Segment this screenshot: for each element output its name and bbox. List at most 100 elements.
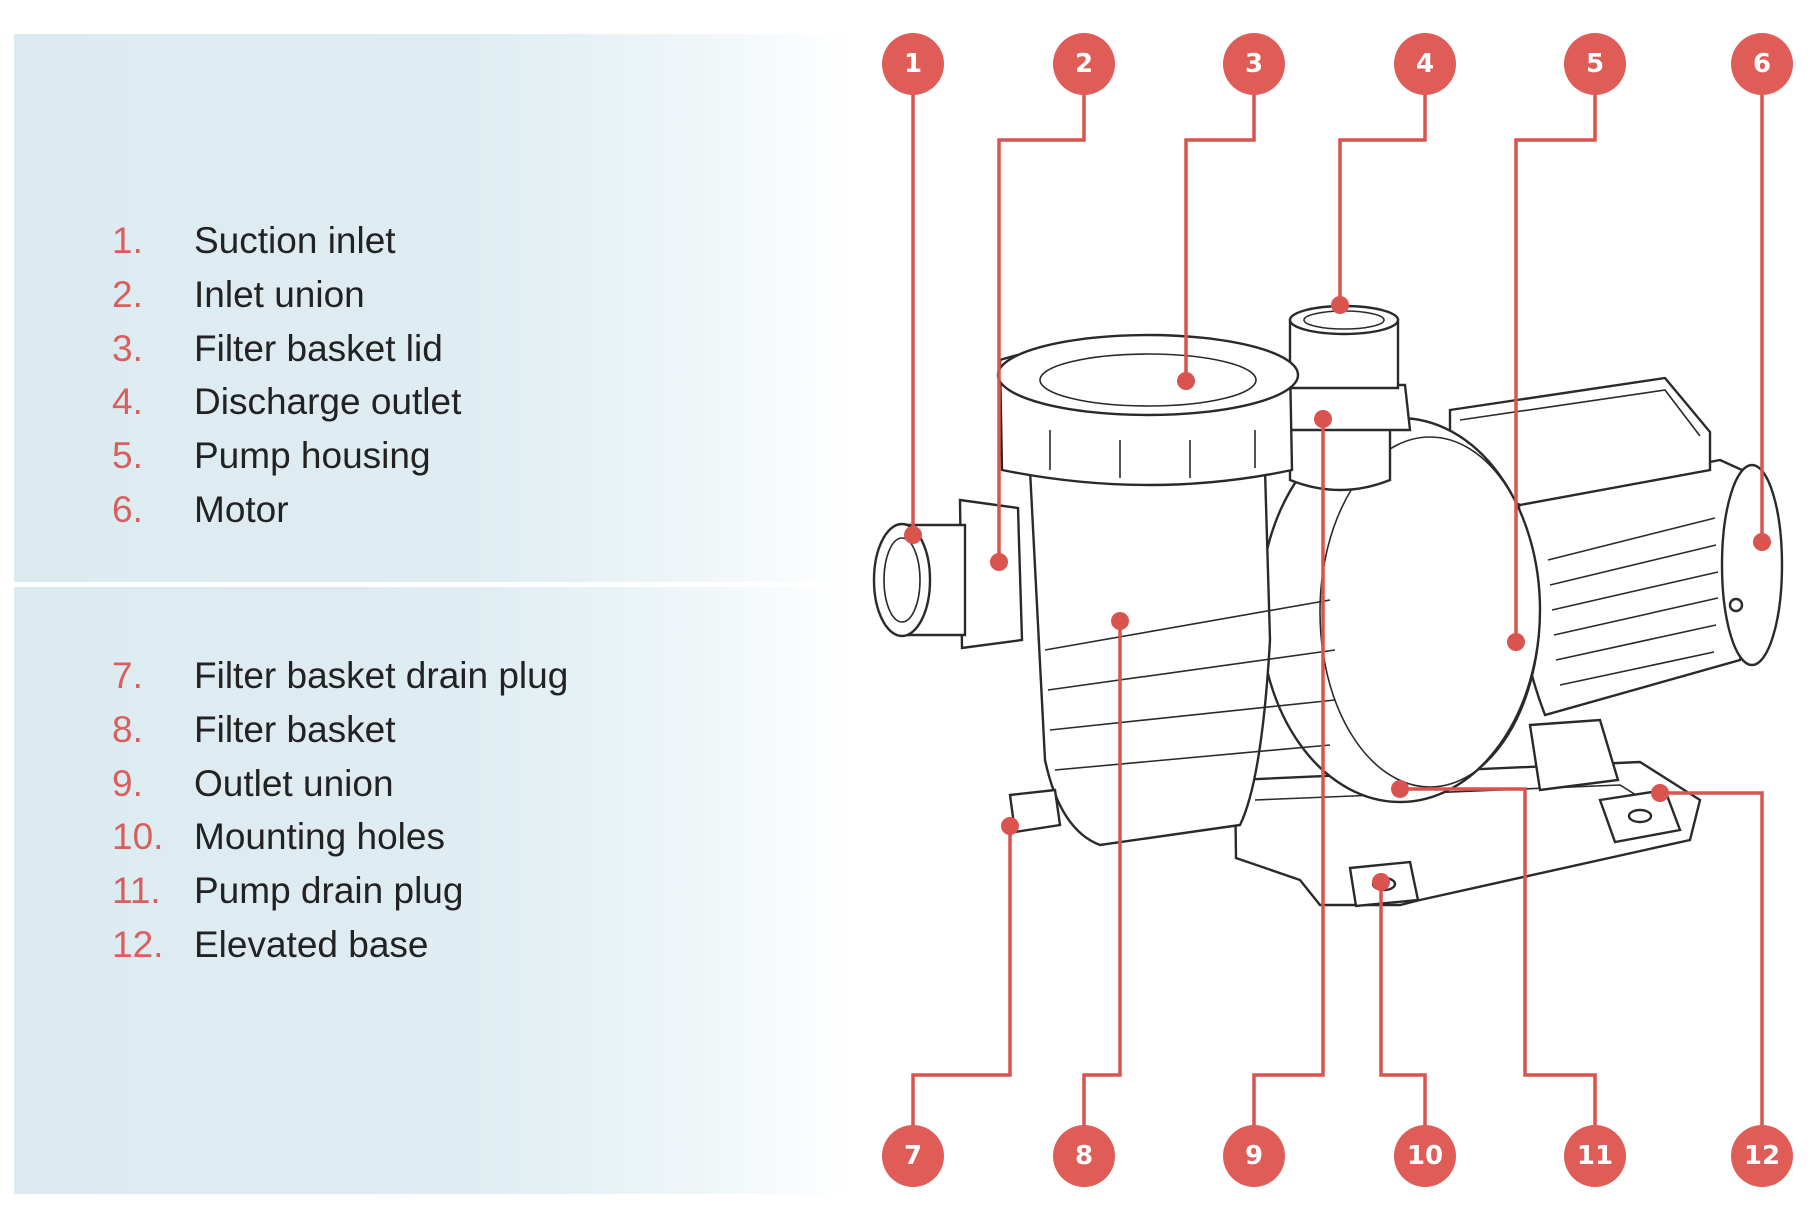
badge-6: 6: [1731, 33, 1793, 95]
badge-label: 12: [1744, 1141, 1780, 1171]
leader-dot: [1507, 633, 1525, 651]
legend-number: 5.: [112, 435, 143, 477]
legend-panel: [14, 34, 854, 1194]
badge-label: 1: [904, 49, 922, 79]
motor-fin: [1549, 544, 1717, 586]
leader-line-7: [911, 826, 1012, 1156]
strainer-rib: [1047, 649, 1336, 691]
leader-dot: [1111, 612, 1129, 630]
leader-dot: [990, 553, 1008, 571]
motor-support-foot: [1528, 718, 1620, 792]
legend-label: Filter basket lid: [194, 327, 443, 369]
badge-label: 10: [1407, 1141, 1443, 1171]
strainer-pot: [1028, 468, 1272, 847]
leader-dot: [1001, 817, 1019, 835]
legend-number: 9.: [112, 762, 143, 804]
legend-number: 6.: [112, 488, 143, 530]
leader-line-8: [1082, 621, 1122, 1156]
outlet-union-nut: [1276, 383, 1412, 432]
badge-7: 7: [882, 1125, 944, 1187]
leader-dots: [904, 296, 1771, 891]
legend-label: Motor: [194, 488, 289, 530]
motor-fin: [1555, 624, 1717, 661]
badge-4: 4: [1394, 33, 1456, 95]
legend-label: Discharge outlet: [194, 381, 462, 423]
badge-label: 2: [1075, 49, 1093, 79]
legend-number: 10.: [112, 816, 164, 858]
badge-10: 10: [1394, 1125, 1456, 1187]
legend-label: Filter basket: [194, 708, 396, 750]
legend-item: 5. Pump housing: [112, 435, 461, 489]
leader-dot: [1331, 296, 1349, 314]
legend-list-bottom: 7. Filter basket drain plug 8.Filter bask…: [112, 655, 568, 978]
motor-fin: [1553, 597, 1719, 636]
legend-number: 7.: [112, 655, 143, 696]
badge-3: 3: [1223, 33, 1285, 95]
leader-dot: [1177, 372, 1195, 390]
suction-inlet-bore: [883, 537, 921, 623]
leader-dot: [1372, 873, 1390, 891]
strainer-rib: [1044, 599, 1331, 651]
legend-item: 8.Filter basket: [112, 709, 568, 763]
mounting-hole-right: [1627, 808, 1653, 824]
legend-label: Elevated base: [194, 923, 429, 965]
legend-item: 3. Filter basket lid: [112, 328, 461, 382]
inlet-union-nut: [958, 498, 1024, 650]
legend-item: 9. Outlet union: [112, 763, 568, 817]
suction-inlet-mouth: [872, 522, 932, 638]
badge-label: 3: [1245, 49, 1263, 79]
motor-fin: [1551, 571, 1719, 611]
legend-item: 7. Filter basket drain plug: [112, 655, 568, 709]
badge-label: 9: [1245, 1141, 1263, 1171]
legend-number: 1.: [112, 220, 143, 261]
legend-number: 12.: [112, 923, 164, 965]
legend-label: Pump housing: [194, 435, 431, 477]
legend-label: Outlet union: [194, 762, 394, 804]
legend-list-top: 1. Suction inlet 2.Inlet union 3. Filter b…: [112, 220, 461, 543]
leader-dot: [1314, 410, 1332, 428]
legend-label: Pump drain plug: [194, 870, 464, 912]
badge-11: 11: [1564, 1125, 1626, 1187]
leader-line-2: [997, 64, 1086, 562]
filter-basket-lid-window: [1039, 353, 1257, 407]
badge-8: 8: [1053, 1125, 1115, 1187]
legend-item: 2.Inlet union: [112, 274, 461, 328]
legend-item: 12. Elevated base: [112, 924, 568, 978]
legend-label: Suction inlet: [194, 220, 396, 261]
leader-line-4: [1338, 64, 1427, 305]
leader-dot: [904, 526, 922, 544]
legend-number: 11.: [112, 870, 161, 912]
legend-number: 4.: [112, 381, 143, 423]
motor-fin: [1547, 517, 1716, 561]
strainer-rib: [1049, 699, 1336, 731]
motor-end-cap: [1720, 463, 1784, 667]
legend-number: 3.: [112, 327, 143, 369]
leader-line-10: [1379, 882, 1427, 1156]
leader-line-12: [1660, 791, 1764, 1156]
leader-line-9: [1252, 419, 1325, 1156]
legend-label: Filter basket drain plug: [194, 655, 569, 696]
badge-1: 1: [882, 33, 944, 95]
motor-fin: [1559, 651, 1715, 686]
terminal-box-lid-edge: [1459, 389, 1701, 437]
legend-item: 4. Discharge outlet: [112, 381, 461, 435]
badge-12: 12: [1731, 1125, 1793, 1187]
legend-label: Mounting holes: [194, 816, 445, 858]
volute-neck: [1288, 418, 1392, 492]
motor-screw: [1728, 597, 1744, 613]
legend-item: 6. Motor: [112, 489, 461, 543]
legend-divider: [14, 582, 819, 587]
leader-line-11: [1400, 787, 1597, 1156]
leader-dot: [1391, 780, 1409, 798]
pump-housing-flange: [1319, 436, 1541, 788]
badge-label: 4: [1416, 49, 1434, 79]
badge-2: 2: [1053, 33, 1115, 95]
leader-lines: [911, 64, 1764, 1156]
legend-item: 11. Pump drain plug: [112, 870, 568, 924]
badge-label: 5: [1586, 49, 1604, 79]
legend-item: 1. Suction inlet: [112, 220, 461, 274]
strainer-rib: [1054, 744, 1331, 771]
badge-label: 7: [904, 1141, 922, 1171]
legend-item: 10. Mounting holes: [112, 816, 568, 870]
